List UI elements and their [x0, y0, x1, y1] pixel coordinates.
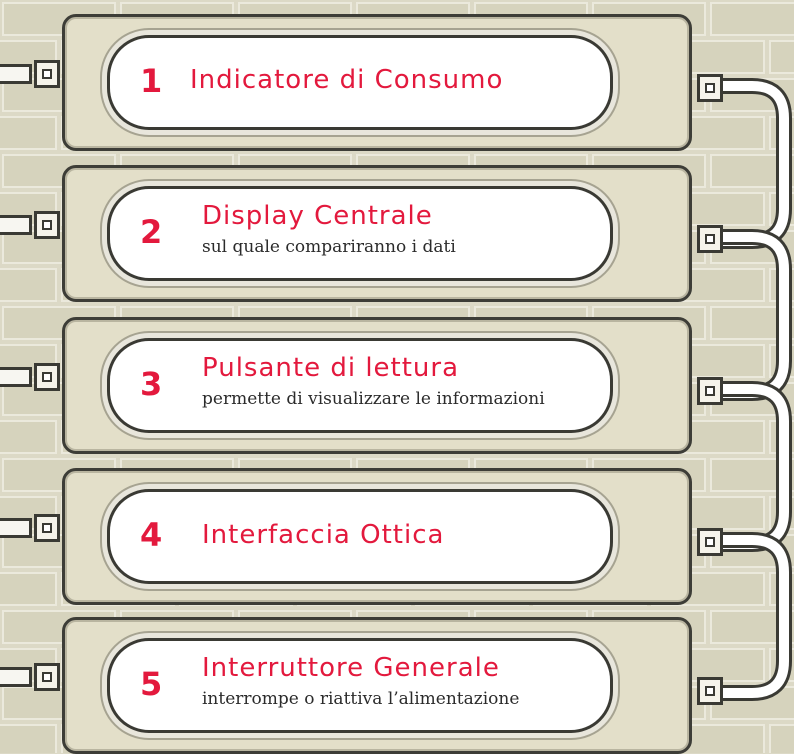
brick	[710, 306, 794, 340]
step-panel-3: 3 Pulsante di lettura permette di visual…	[62, 317, 692, 454]
brick	[769, 116, 794, 150]
brick	[769, 648, 794, 682]
brick	[710, 2, 794, 36]
brick	[769, 724, 794, 753]
step-title-2: Display Centrale	[202, 201, 433, 231]
step-panel-4: 4 Interfaccia Ottica	[62, 468, 692, 605]
step-panel-5: 5 Interruttore Generale interrompe o ria…	[62, 617, 692, 754]
step-label-5: 5 Interruttore Generale interrompe o ria…	[107, 638, 613, 733]
brick	[769, 344, 794, 378]
step-title-5: Interruttore Generale	[202, 653, 500, 683]
plug-prong	[0, 367, 32, 387]
step-number-2: 2	[140, 213, 163, 251]
step-title-4: Interfaccia Ottica	[202, 520, 445, 550]
step-title-3: Pulsante di lettura	[202, 353, 460, 383]
brick	[710, 534, 794, 568]
brick	[769, 192, 794, 226]
step-number-4: 4	[140, 516, 163, 554]
brick	[0, 268, 57, 302]
step-label-3: 3 Pulsante di lettura permette di visual…	[107, 338, 613, 433]
brick	[0, 116, 57, 150]
step-panel-2: 2 Display Centrale sul quale comparirann…	[62, 165, 692, 302]
brick	[0, 724, 57, 753]
socket-icon	[697, 74, 723, 102]
brick	[0, 572, 57, 606]
step-label-2: 2 Display Centrale sul quale comparirann…	[107, 186, 613, 281]
socket-icon	[697, 377, 723, 405]
socket-icon	[697, 677, 723, 705]
socket-icon	[697, 528, 723, 556]
step-subtitle-3: permette di visualizzare le informazioni	[202, 389, 545, 409]
brick	[769, 496, 794, 530]
plug-prong	[0, 215, 32, 235]
step-number-3: 3	[140, 365, 163, 403]
brick	[710, 458, 794, 492]
step-subtitle-5: interrompe o riattiva l’alimentazione	[202, 689, 520, 709]
step-number-5: 5	[140, 665, 163, 703]
step-subtitle-2: sul quale compariranno i dati	[202, 237, 456, 257]
plug-prong	[0, 64, 32, 84]
plug-icon	[34, 60, 60, 88]
brick	[710, 154, 794, 188]
brick	[710, 230, 794, 264]
socket-icon	[697, 225, 723, 253]
plug-icon	[34, 363, 60, 391]
step-title-1: Indicatore di Consumo	[190, 65, 504, 95]
step-label-4: 4 Interfaccia Ottica	[107, 489, 613, 584]
plug-prong	[0, 518, 32, 538]
step-panel-1: 1 Indicatore di Consumo	[62, 14, 692, 151]
brick	[710, 686, 794, 720]
brick	[769, 572, 794, 606]
plug-icon	[34, 663, 60, 691]
plug-icon	[34, 514, 60, 542]
brick	[710, 382, 794, 416]
brick	[769, 40, 794, 74]
brick	[769, 420, 794, 454]
step-label-1: 1 Indicatore di Consumo	[107, 35, 613, 130]
plug-icon	[34, 211, 60, 239]
brick	[0, 420, 57, 454]
brick	[710, 610, 794, 644]
step-number-1: 1	[140, 62, 163, 100]
plug-prong	[0, 667, 32, 687]
brick	[769, 268, 794, 302]
brick	[710, 78, 794, 112]
